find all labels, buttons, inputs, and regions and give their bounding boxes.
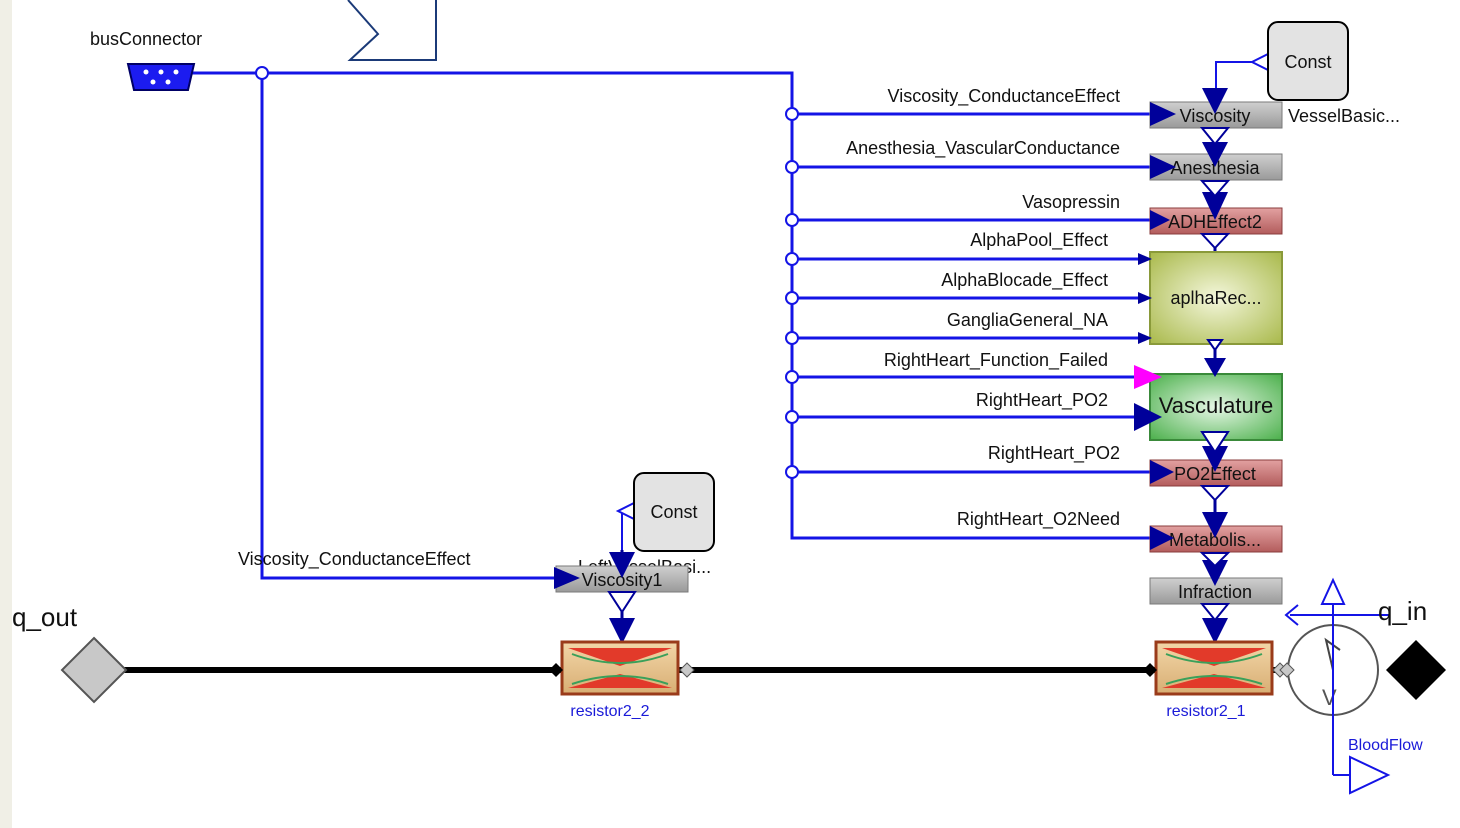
alpha-receptors-label: aplhaRec... [1170,288,1261,308]
input-port-arrows [1134,102,1176,550]
alpha-receptors-block[interactable]: aplhaRec... [1149,251,1283,345]
signal-label-alpha-pool: AlphaPool_Effect [970,230,1108,251]
anesthesia-label: Anesthesia [1170,158,1260,178]
signal-label-o2need: RightHeart_O2Need [957,509,1120,530]
chain-output-arrows [1199,127,1231,622]
resistor2-1-label: resistor2_1 [1166,703,1245,720]
const-bottom-block[interactable]: Const [615,472,715,570]
signal-label-ganglia: GangliaGeneral_NA [947,310,1108,331]
infraction-label: Infraction [1178,582,1252,602]
chain-input-arrows [1202,88,1228,644]
bus-junctions[interactable] [255,66,799,479]
viscosity1-input-arrow [554,567,580,589]
viscosity1-label: Viscosity1 [582,570,663,590]
q-out-label: q_out [12,602,78,632]
adh-effect2-label: ADHEffect2 [1168,212,1262,232]
vasculature-label: Vasculature [1159,393,1274,418]
boolean-input-arrow [1134,365,1162,389]
bus-connector-label: busConnector [90,29,202,49]
vessel-basic-top-label: VesselBasic... [1288,106,1400,126]
signal-label-viscosity-conductance: Viscosity_ConductanceEffect [888,86,1120,107]
q-in-port[interactable] [1386,640,1446,700]
signal-label-po2-a: RightHeart_PO2 [976,390,1108,411]
flow-meter-glyph: V [1322,685,1337,710]
viscosity1-chain-arrow [609,552,635,578]
resistor2-2-input-arrow [609,618,635,644]
const-top-block[interactable]: Const [1215,21,1349,101]
package-icon-fragment [347,0,437,61]
blood-flow-label: BloodFlow [1348,737,1423,754]
flow-meter[interactable]: V [1279,577,1391,795]
resistor2-2[interactable] [549,640,695,696]
vasculature-block[interactable]: Vasculature [1149,373,1283,441]
viscosity-label: Viscosity [1180,106,1251,126]
signal-label-po2-b: RightHeart_PO2 [988,443,1120,464]
po2-effect-label: PO2Effect [1174,464,1256,484]
const-top-label: Const [1284,52,1331,72]
q-out-port[interactable] [60,636,128,704]
bus-connector[interactable] [126,63,196,91]
resistor2-2-label: resistor2_2 [570,703,649,720]
signal-label-anesthesia: Anesthesia_VascularConductance [846,138,1120,159]
signal-label-alpha-blocade: AlphaBlocade_Effect [941,270,1108,291]
resistor2-1[interactable] [1143,640,1288,696]
q-in-label: q_in [1378,596,1427,626]
signal-label-vasopressin: Vasopressin [1022,192,1120,212]
signal-label-function-failed: RightHeart_Function_Failed [884,350,1108,371]
const-bottom-label: Const [650,502,697,522]
metabolism-label: Metabolis... [1169,530,1261,550]
viscosity1-output-arrow [607,591,637,614]
signal-label-viscosity-lower: Viscosity_ConductanceEffect [238,549,470,570]
bus-lines [190,71,1150,580]
